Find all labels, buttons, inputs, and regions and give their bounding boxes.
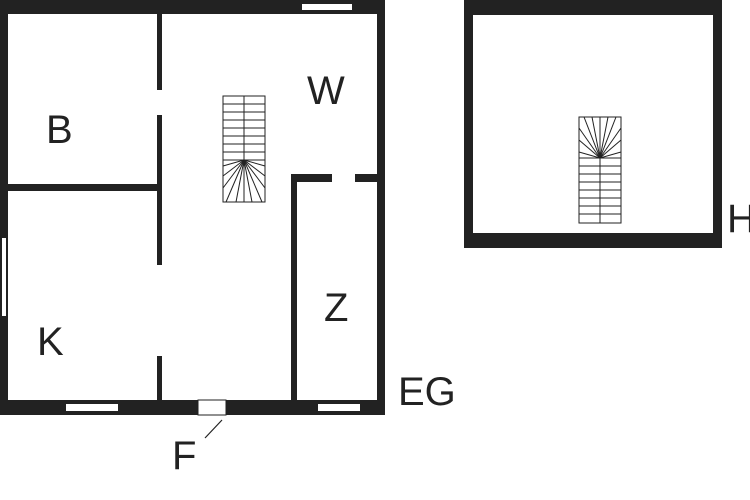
upper-floor-label: H [727, 197, 750, 241]
eg-window-bottom-right [318, 404, 360, 411]
eg-wall-top [0, 0, 385, 14]
entrance-label: F [172, 434, 196, 478]
eg-wall-left [0, 0, 8, 415]
h-wall-bottom [464, 233, 722, 248]
eg-wall-mid-3 [157, 356, 162, 400]
ground-floor-label: EG [398, 370, 456, 414]
eg-wall-z-top-2 [355, 174, 377, 182]
eg-window-left [2, 238, 6, 316]
upper-floor-plan: H [464, 0, 750, 248]
eg-entrance-door [197, 399, 227, 416]
h-staircase [578, 116, 622, 224]
h-wall-left [464, 0, 473, 248]
eg-wall-bottom [0, 400, 385, 415]
eg-staircase [222, 95, 266, 203]
eg-wall-b-k [8, 184, 160, 191]
eg-wall-z-left [291, 174, 297, 400]
h-wall-top [464, 0, 722, 15]
eg-wall-mid-2 [157, 115, 162, 265]
eg-window-top [302, 4, 352, 10]
ground-floor-plan: B W K Z F EG [0, 0, 456, 478]
entrance-pointer-line [204, 419, 223, 439]
eg-wall-z-top-1 [291, 174, 332, 182]
room-label-b: B [46, 108, 73, 152]
eg-window-bottom-left [66, 404, 118, 411]
room-label-k: K [37, 320, 64, 364]
h-wall-right [713, 0, 722, 248]
eg-wall-right [377, 0, 385, 415]
eg-wall-mid-1 [157, 14, 162, 90]
room-label-w: W [307, 69, 345, 113]
room-label-z: Z [324, 286, 348, 330]
